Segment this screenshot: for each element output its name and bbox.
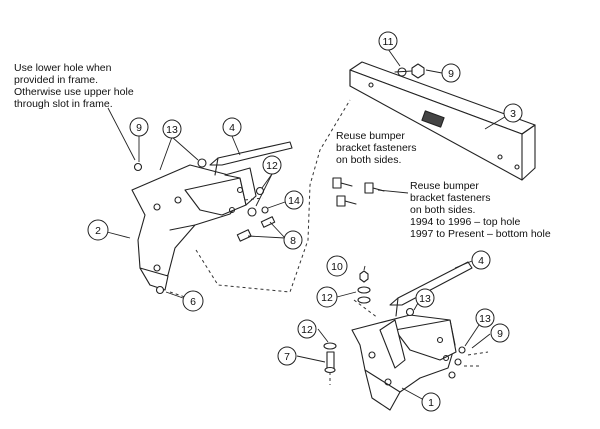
bumper-bracket-fasteners [332, 177, 385, 207]
note-reuse-fasteners-right: Reuse bumper bracket fasteners on both s… [410, 180, 551, 240]
right-bracket-part [351, 314, 457, 411]
svg-text:10: 10 [331, 261, 343, 273]
svg-text:13: 13 [166, 124, 178, 136]
callout-9-top: 9 [441, 63, 461, 83]
callout-14: 14 [284, 190, 304, 210]
svg-text:9: 9 [136, 122, 142, 134]
callout-8: 8 [283, 230, 303, 250]
svg-text:9: 9 [497, 328, 503, 340]
svg-text:13: 13 [479, 313, 491, 325]
left-fasteners [133, 158, 276, 295]
left-angle-bar-part [209, 141, 293, 176]
svg-text:7: 7 [284, 351, 290, 363]
callout-4-left: 4 [222, 117, 242, 137]
right-fasteners [323, 270, 466, 379]
svg-text:8: 8 [290, 235, 296, 247]
svg-text:13: 13 [419, 293, 431, 305]
callout-6: 6 [182, 290, 204, 312]
assembly-dashed-lines [169, 99, 489, 385]
note-frame-hole: Use lower hole when provided in frame. O… [14, 62, 134, 110]
callout-list: 2 9 13 4 12 14 8 6 11 9 3 4 10 12 13 13 … [87, 31, 523, 412]
callout-13-right: 13 [475, 308, 495, 328]
svg-text:4: 4 [229, 122, 235, 134]
svg-text:1: 1 [428, 397, 434, 409]
leader-lines [106, 48, 509, 401]
callout-13-left: 13 [162, 119, 182, 139]
callout-12-left: 12 [262, 155, 282, 175]
callout-12-bottom: 12 [297, 319, 317, 339]
callout-2: 2 [87, 219, 109, 241]
svg-text:4: 4 [478, 255, 484, 267]
svg-text:9: 9 [448, 68, 454, 80]
callout-12-right: 12 [316, 286, 338, 308]
crossbar-part [349, 61, 536, 181]
note-reuse-fasteners-top: Reuse bumper bracket fasteners on both s… [336, 130, 417, 166]
callout-11: 11 [378, 31, 398, 51]
svg-text:12: 12 [321, 292, 333, 304]
svg-text:11: 11 [383, 36, 394, 48]
callout-10: 10 [326, 255, 348, 277]
callout-4-right: 4 [471, 250, 491, 270]
callout-13-middle: 13 [415, 288, 435, 308]
svg-text:14: 14 [288, 195, 300, 207]
callout-9-left: 9 [129, 117, 149, 137]
svg-text:3: 3 [510, 108, 516, 120]
callout-7: 7 [277, 346, 297, 366]
svg-text:6: 6 [190, 296, 196, 308]
left-bracket-part [131, 164, 257, 291]
right-angle-bar-part [389, 261, 473, 317]
svg-text:12: 12 [301, 324, 313, 336]
callout-3: 3 [503, 103, 523, 123]
crossbar-fasteners [394, 63, 425, 79]
svg-text:12: 12 [266, 160, 278, 172]
svg-text:2: 2 [95, 225, 101, 237]
callout-9-right: 9 [490, 323, 510, 343]
callout-1: 1 [421, 392, 441, 412]
